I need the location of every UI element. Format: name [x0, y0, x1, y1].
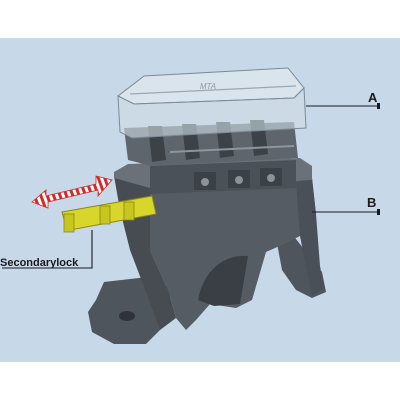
- base-terminal-row: [150, 160, 296, 194]
- double-arrow: [31, 175, 113, 209]
- cover-front: [117, 86, 307, 139]
- callout-b-tick: [377, 209, 380, 215]
- base-housing: [88, 158, 326, 344]
- base-arch-opening: [198, 255, 248, 306]
- terminal-screw-1: [201, 178, 209, 186]
- fuse-rail: [169, 145, 295, 153]
- callout-secondary-lock: Secondarylock: [0, 257, 79, 269]
- terminal-screw-3: [267, 174, 275, 182]
- mount-hole-left: [119, 311, 135, 321]
- secondary-lock: [61, 195, 157, 233]
- base-front-face: [150, 178, 316, 330]
- callout-a-tick: [377, 103, 380, 109]
- callout-b: B: [367, 195, 376, 210]
- base-right-face: [296, 178, 324, 296]
- cover-ridge: [129, 85, 297, 95]
- transparent-cover: MTA: [117, 67, 307, 139]
- lock-tab-left: [63, 213, 75, 233]
- callout-a: A: [368, 90, 378, 105]
- callout-leader-lock: [2, 230, 93, 269]
- lock-tab-right: [123, 201, 135, 221]
- lock-direction-arrow: [31, 175, 113, 209]
- cover-logo: MTA: [200, 82, 216, 91]
- lock-tab-middle: [99, 205, 111, 225]
- terminal-screw-2: [235, 176, 243, 184]
